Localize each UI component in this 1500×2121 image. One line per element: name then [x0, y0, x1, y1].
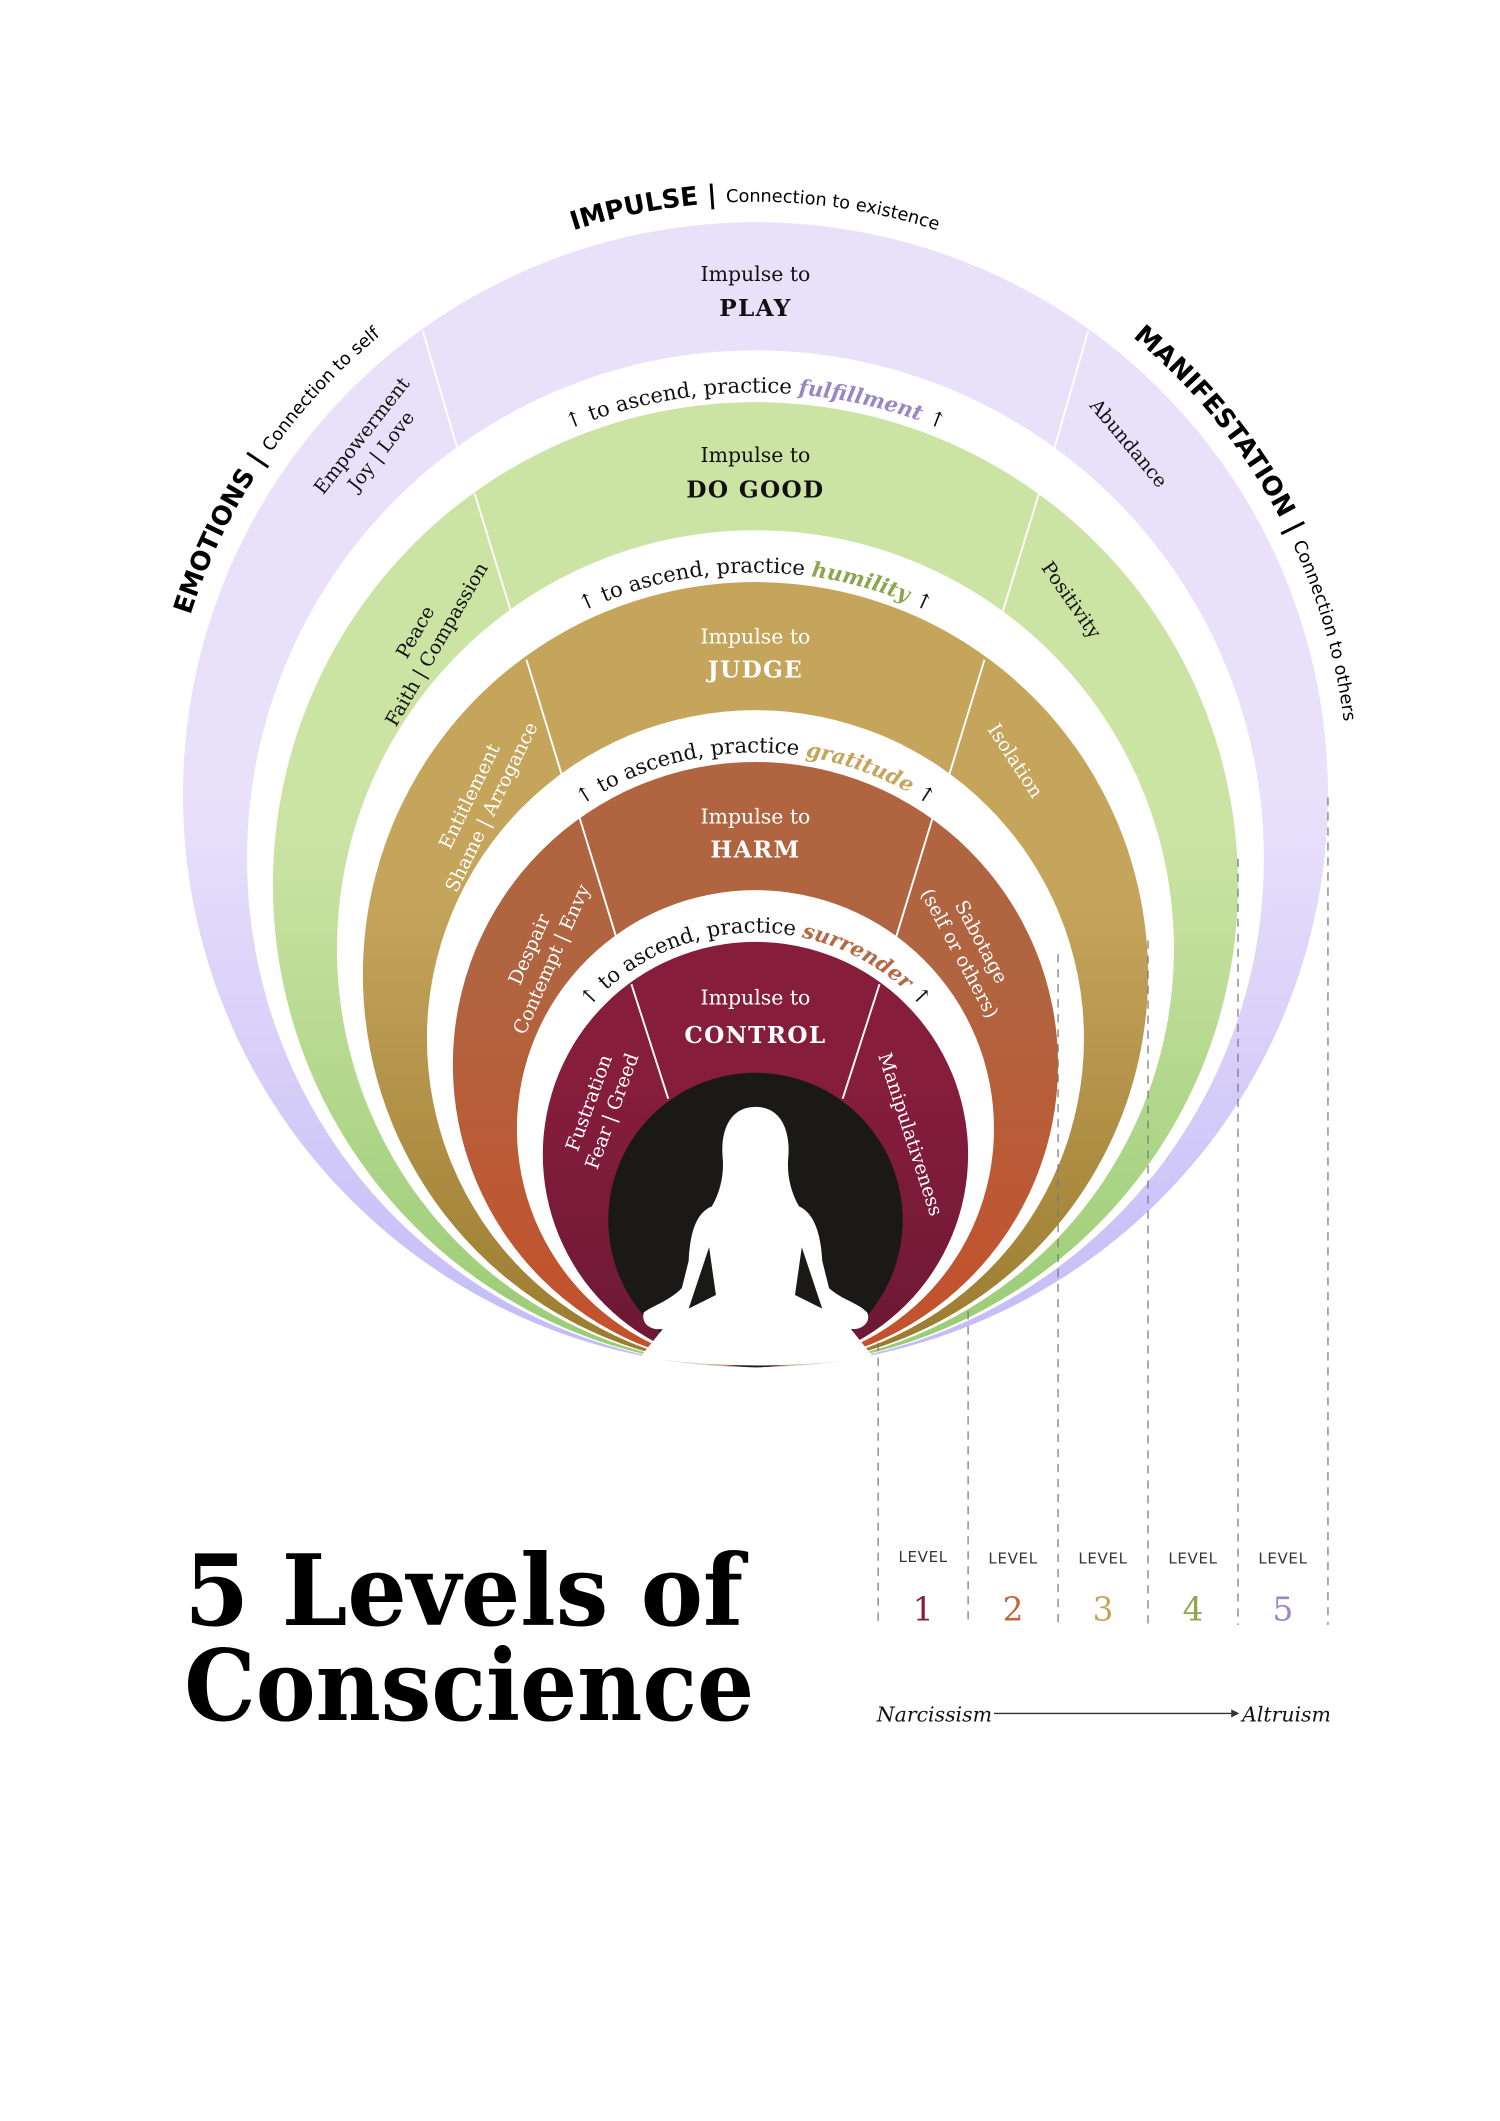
level-number-4: 4 [1183, 1591, 1204, 1629]
impulse-name-control: CONTROL [684, 1022, 826, 1049]
level-label: LEVEL [898, 1548, 947, 1566]
impulse-name-harm: HARM [710, 836, 800, 863]
level-number-3: 3 [1093, 1591, 1114, 1629]
level-guide-lines [877, 797, 1329, 1625]
impulse-prefix-3: Impulse to [701, 624, 811, 648]
level-label: LEVEL [1168, 1549, 1217, 1567]
impulse-prefix-4: Impulse to [701, 443, 811, 467]
impulse-prefix-1: Impulse to [701, 986, 811, 1010]
impulse-prefix-2: Impulse to [701, 804, 811, 828]
level-number-1: 1 [913, 1591, 934, 1629]
impulse-name-play: PLAY [719, 295, 792, 322]
figure-arm-gap-right [794, 1247, 823, 1309]
page-title-line-1: 5 Levels of [184, 1534, 748, 1649]
level-number-5: 5 [1273, 1591, 1294, 1629]
level-legend: LEVEL LEVEL LEVEL LEVEL LEVEL 1 2 3 4 5 [898, 1548, 1307, 1629]
level-label: LEVEL [1078, 1549, 1127, 1567]
impulse-name-do-good: DO GOOD [686, 477, 824, 504]
figure-arm-gap-left [688, 1247, 716, 1309]
level-number-2: 2 [1003, 1591, 1024, 1629]
separator: | [697, 179, 727, 211]
impulse-name-judge: JUDGE [706, 656, 803, 683]
impulse-prefix-5: Impulse to [701, 262, 811, 286]
scale-end-label: Altruism [1240, 1703, 1331, 1727]
page-title-line-2: Conscience [184, 1629, 754, 1744]
level-label: LEVEL [988, 1549, 1037, 1567]
scale-start-label: Narcissism [876, 1703, 992, 1727]
segment-dividers [421, 330, 1089, 1099]
level-label: LEVEL [1258, 1549, 1307, 1567]
arrow-right-icon [1231, 1709, 1240, 1718]
